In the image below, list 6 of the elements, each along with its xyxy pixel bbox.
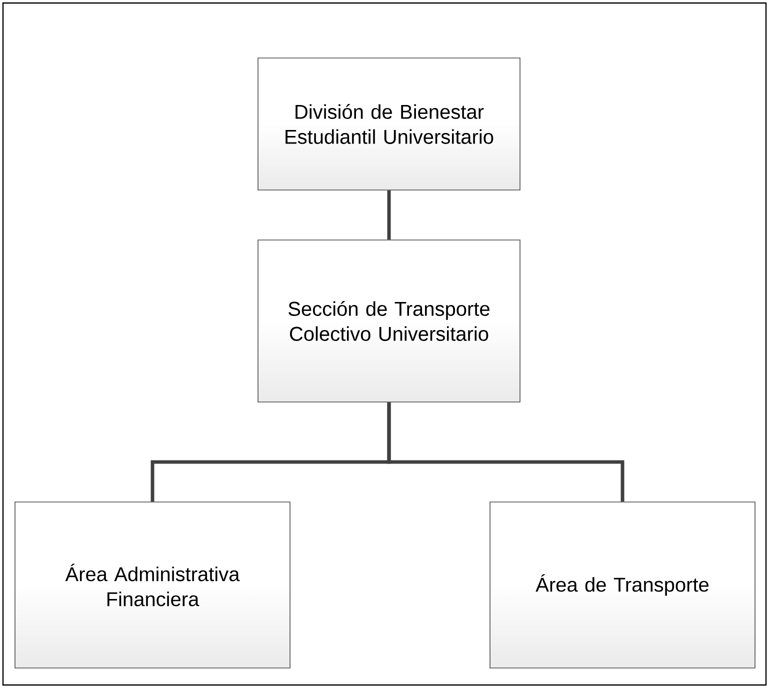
- org-box: División de Bienestar Estudiantil Universitario: [258, 58, 520, 190]
- connector-line: [387, 402, 624, 502]
- org-box: Sección de Transporte Colectivo Universitario: [258, 240, 520, 402]
- org-box: Área de Transporte: [490, 502, 756, 668]
- connector-line: [387, 190, 391, 240]
- org-box: Área Administrativa Financiera: [14, 502, 290, 668]
